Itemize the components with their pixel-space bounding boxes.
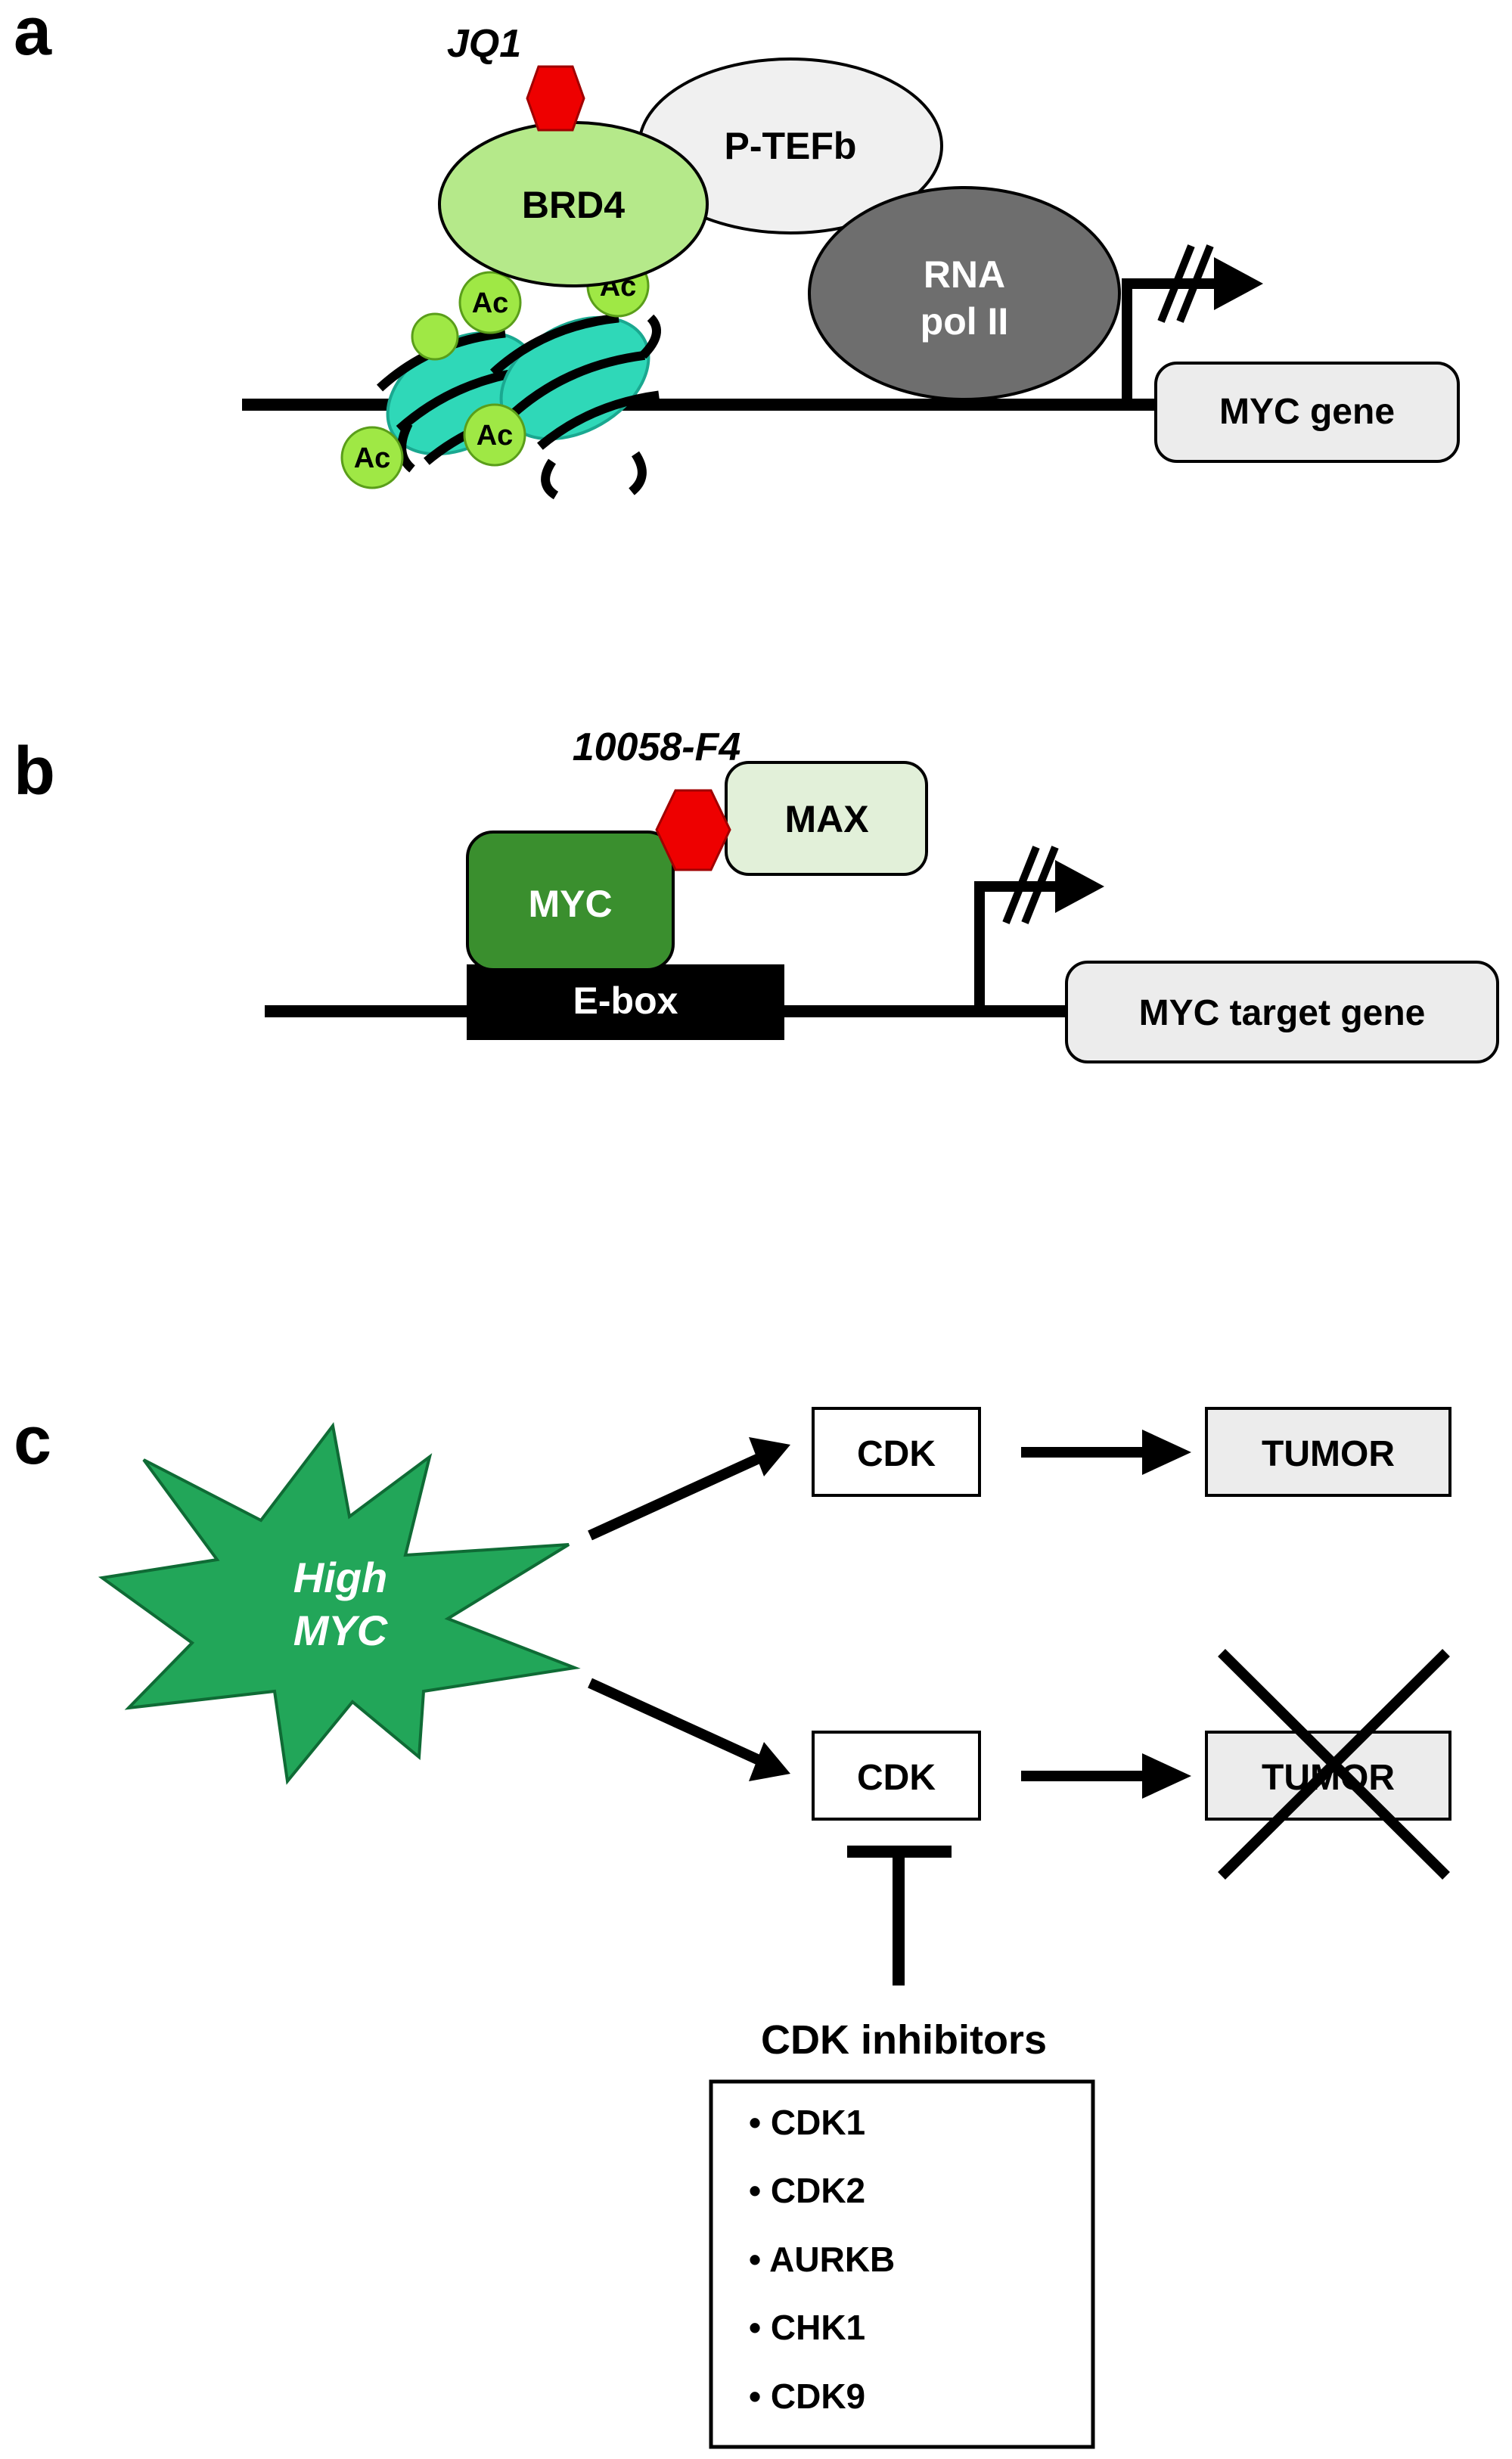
inhibitor-item: • AURKB: [749, 2240, 895, 2279]
10058-f4-label: 10058-F4: [573, 725, 741, 769]
tumor-blocked-cross-icon: [1218, 1649, 1450, 1880]
acetyl-group: Ac: [463, 403, 526, 467]
myc-target-gene-box: MYC target gene: [1065, 961, 1499, 1063]
jq1-inhibitor: JQ1: [447, 22, 585, 132]
inhibition-bar: [847, 1846, 952, 1986]
svg-text:MYC gene: MYC gene: [1219, 392, 1395, 432]
tumor-box-top: TUMOR: [1205, 1407, 1451, 1497]
svg-text:CDK: CDK: [857, 1434, 936, 1474]
10058-f4-inhibitor: 10058-F4: [573, 725, 741, 871]
cdk-inhibitors-list-box: [709, 2079, 1095, 2449]
cdk-box-bottom: CDK: [812, 1731, 981, 1821]
max-protein: MAX: [725, 761, 928, 876]
jq1-label: JQ1: [447, 22, 521, 66]
ebox-element: E-box: [467, 964, 784, 1040]
svg-text:MYC: MYC: [293, 1607, 389, 1654]
acetyl-group: Ac: [458, 271, 522, 334]
cdk-inhibitors-title: CDK inhibitors: [761, 2017, 1047, 2063]
arrowhead: [749, 1437, 790, 1476]
arrow-myc-to-cdk-bottom: [588, 1678, 766, 1768]
myc-protein: MYC: [466, 831, 675, 971]
ptefb-complex: P-TEFb: [638, 57, 943, 234]
svg-text:TUMOR: TUMOR: [1262, 1434, 1395, 1474]
svg-text:CDK: CDK: [857, 1758, 936, 1798]
panel-a-label: a: [14, 0, 52, 70]
panel-b: b E-box MYC MAX 10058-F4: [14, 725, 1499, 1063]
panel-b-label: b: [14, 734, 55, 809]
acetyl-group: Ac: [340, 426, 404, 489]
histone-tail: [541, 458, 559, 500]
rna-pol-ii: RNA pol II: [808, 186, 1121, 401]
svg-text:pol II: pol II: [921, 300, 1009, 343]
svg-text:RNA: RNA: [924, 253, 1005, 296]
svg-text:Ac: Ac: [472, 287, 509, 319]
svg-text:Ac: Ac: [477, 420, 514, 452]
inhibitor-item: • CHK1: [749, 2308, 865, 2347]
svg-text:MYC target gene: MYC target gene: [1139, 993, 1426, 1033]
inhibitor-item: • CDK2: [749, 2171, 865, 2210]
transcription-start-arrow-b: [974, 846, 1104, 1011]
histone-tail: [639, 314, 661, 359]
svg-text:Ac: Ac: [354, 442, 391, 474]
nucleosome-right: [490, 313, 660, 450]
panel-a: a Ac Ac: [14, 0, 1460, 500]
panel-c-label: c: [14, 1403, 51, 1479]
svg-text:P-TEFb: P-TEFb: [725, 125, 857, 167]
arrowhead: [749, 1742, 790, 1781]
svg-text:High: High: [293, 1554, 387, 1601]
myc-gene-box: MYC gene: [1154, 362, 1460, 463]
svg-text:BRD4: BRD4: [522, 184, 625, 226]
svg-text:E-box: E-box: [573, 980, 678, 1022]
brd4-protein: BRD4: [438, 121, 709, 287]
panel-c: c High MYC CDK TUMOR CDK: [14, 1403, 1451, 2449]
histone-tail: [628, 451, 647, 495]
inhibitor-item: • CDK9: [749, 2377, 865, 2416]
transcription-start-arrow-a: [1122, 244, 1263, 405]
acetyl-group: [411, 312, 459, 361]
high-myc-starburst: High MYC: [98, 1422, 581, 1785]
arrow-myc-to-cdk-top: [588, 1451, 766, 1541]
cdk-box-top: CDK: [812, 1407, 981, 1497]
inhibitor-item: • CDK1: [749, 2103, 865, 2142]
svg-text:MYC: MYC: [528, 883, 612, 925]
svg-text:MAX: MAX: [784, 798, 868, 840]
arrowhead: [1142, 1430, 1191, 1475]
arrowhead: [1142, 1753, 1191, 1799]
